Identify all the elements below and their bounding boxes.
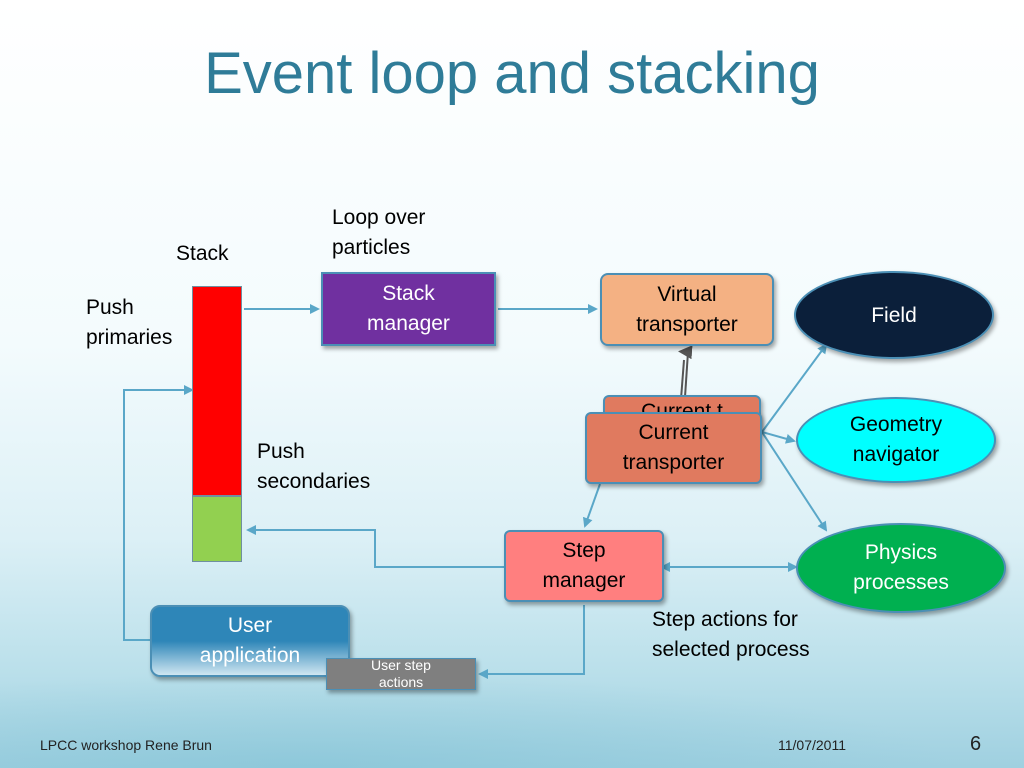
arrow-transporter-to-step-manager <box>582 483 601 528</box>
virtual-transporter-box: Virtual transporter <box>600 273 774 346</box>
push-primaries-line1: Push <box>86 296 134 319</box>
arrow-transporter-to-geometry <box>761 431 796 444</box>
current-transporter-box: Current transporter <box>585 412 762 484</box>
push-secondaries-label: Push secondaries <box>257 437 370 497</box>
geometry-navigator-ellipse: Geometry navigator <box>796 397 996 483</box>
push-primaries-label: Push primaries <box>86 293 172 353</box>
push-secondaries-line2: secondaries <box>257 470 371 493</box>
stack-manager-line1: Stack <box>382 282 435 305</box>
arrow-step-manager-to-user-step-actions <box>478 605 585 679</box>
arrow-transporter-to-field <box>761 343 828 433</box>
physics-processes-line1: Physics <box>864 541 938 564</box>
stack-secondaries-block <box>192 496 242 562</box>
step-manager-line2: manager <box>542 569 626 592</box>
step-actions-line1: Step actions for <box>652 608 798 631</box>
user-step-actions-box: User step actions <box>326 657 476 690</box>
stack-primaries-block <box>192 286 242 496</box>
stack-label: Stack <box>176 242 229 265</box>
user-application-box: User application <box>150 605 350 677</box>
loop-over-line2: particles <box>332 236 411 259</box>
step-actions-label: Step actions for selected process <box>652 605 810 665</box>
push-secondaries-line1: Push <box>257 440 305 463</box>
slide-title: Event loop and stacking <box>204 41 820 106</box>
step-manager-box: Step manager <box>504 530 664 602</box>
field-label: Field <box>871 304 917 327</box>
step-manager-line1: Step <box>562 539 606 562</box>
current-transporter-line1: Current <box>638 421 709 444</box>
virtual-transporter-line2: transporter <box>636 312 738 336</box>
field-ellipse: Field <box>794 271 994 359</box>
footer-date: 11/07/2011 <box>778 737 846 753</box>
stack-manager-box: Stack manager <box>321 272 496 346</box>
physics-processes-line2: processes <box>853 571 949 594</box>
page-number: 6 <box>970 733 982 755</box>
arrow-step-manager-to-stack <box>246 525 504 568</box>
current-transporter-line2: transporter <box>622 451 725 474</box>
user-application-line1: User <box>227 614 273 637</box>
stack-manager-line2: manager <box>367 312 450 335</box>
user-step-actions-line2: actions <box>378 674 424 690</box>
user-application-line2: application <box>199 644 301 667</box>
loop-over-line1: Loop over <box>332 206 426 229</box>
geometry-navigator-line2: navigator <box>852 443 940 466</box>
physics-processes-ellipse: Physics processes <box>796 523 1006 613</box>
step-actions-line2: selected process <box>652 638 810 661</box>
arrow-user-app-to-stack <box>123 385 194 641</box>
virtual-transporter-line1: Virtual <box>657 282 717 306</box>
arrow-transporter-to-physics <box>761 431 828 532</box>
footer-left: LPCC workshop Rene Brun <box>40 737 212 753</box>
push-primaries-line2: primaries <box>86 326 173 349</box>
geometry-navigator-line1: Geometry <box>849 413 943 436</box>
user-step-actions-line1: User step <box>371 657 431 673</box>
loop-over-particles-label: Loop over particles <box>332 203 425 263</box>
